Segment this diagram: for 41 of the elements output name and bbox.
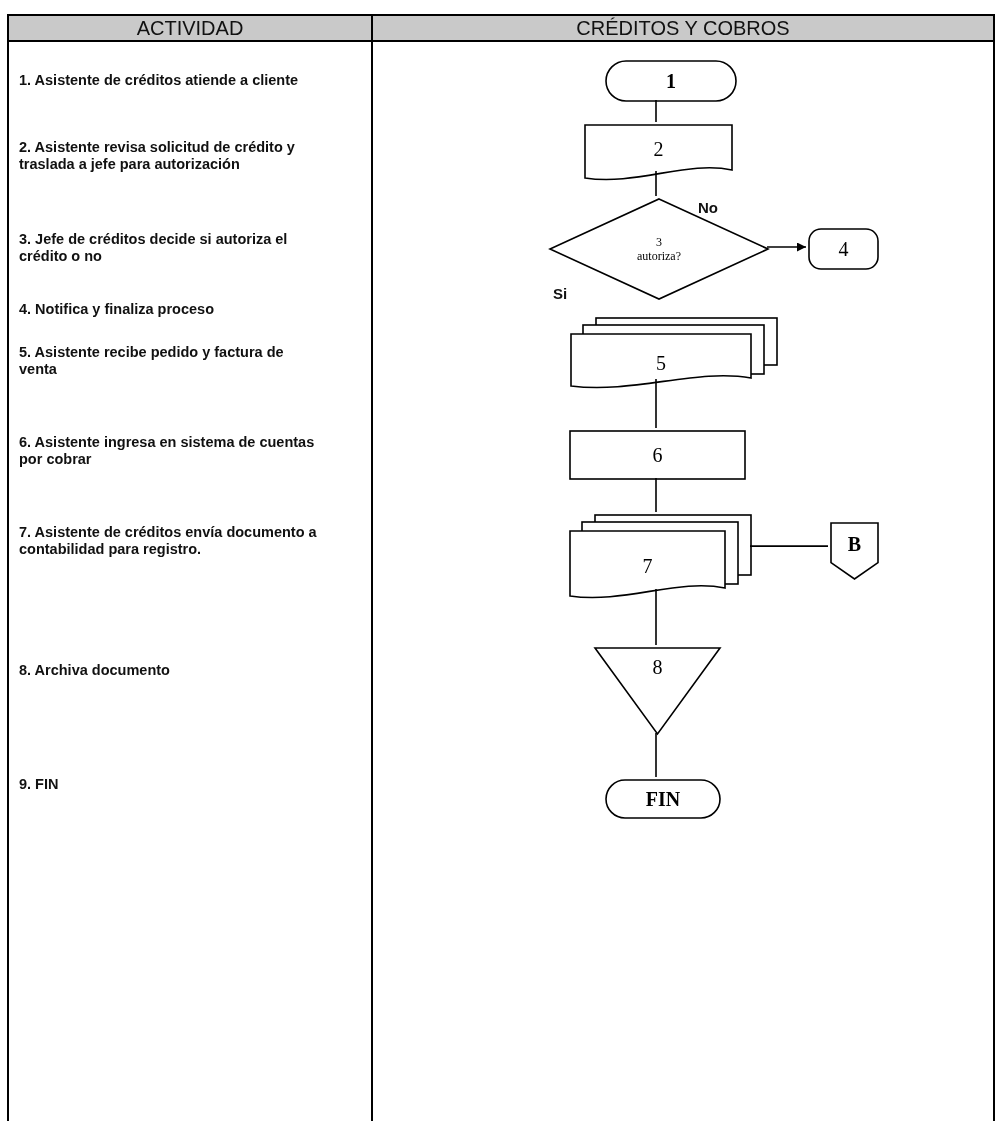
decision-diamond xyxy=(549,198,769,300)
terminal-shape xyxy=(605,779,721,819)
connector-line xyxy=(655,732,657,778)
step-description: 6. Asistente ingresa en sistema de cuentas por cobrar xyxy=(19,434,316,468)
decision-label: autoriza? xyxy=(637,249,681,263)
rounded-box xyxy=(808,228,879,270)
table-column xyxy=(7,14,373,1121)
step-number: 1 xyxy=(666,71,676,91)
step-description: 3. Jefe de créditos decide si autoriza el crédito o no xyxy=(19,231,289,265)
step-number: 8 xyxy=(652,657,663,677)
step-description: 2. Asistente revisa solicitud de crédito y traslada a jefe para autorización xyxy=(19,139,296,173)
step-number: 6 xyxy=(652,445,663,465)
branch-label: Si xyxy=(553,285,568,302)
step-description: 5. Asistente recibe pedido y factura de venta xyxy=(19,344,285,378)
edge-label: No xyxy=(698,199,718,216)
connector-line xyxy=(655,588,657,646)
step-description: 9. FIN xyxy=(19,776,60,793)
arrow xyxy=(766,242,807,252)
archive-triangle xyxy=(594,647,721,735)
step-number: 4 xyxy=(838,239,849,259)
connector-line xyxy=(655,170,657,197)
step-number: 2 xyxy=(653,139,664,159)
connector-line xyxy=(749,545,829,547)
step-description: 4. Notifica y finaliza proceso xyxy=(19,301,215,318)
step-description: 7. Asistente de créditos envía documento a contabilidad para registro. xyxy=(19,524,318,558)
connector-line xyxy=(655,477,657,513)
process-box xyxy=(569,430,746,480)
step-number: FIN xyxy=(645,789,681,809)
step-number: 5 xyxy=(656,352,666,373)
terminal-shape xyxy=(605,60,737,102)
table-column xyxy=(371,14,995,1121)
step-number: 7 xyxy=(642,556,653,576)
step-description: 1. Asistente de créditos atiende a cliente xyxy=(19,72,300,89)
connector-line xyxy=(655,378,657,429)
column-header: CRÉDITOS Y COBROS xyxy=(373,16,993,42)
off-page-connector xyxy=(830,522,879,580)
step-number: 3 xyxy=(656,235,662,249)
column-header: ACTIVIDAD xyxy=(9,16,371,42)
step-number: B xyxy=(847,534,862,554)
step-description: 8. Archiva documento xyxy=(19,662,171,679)
connector-line xyxy=(655,99,657,123)
